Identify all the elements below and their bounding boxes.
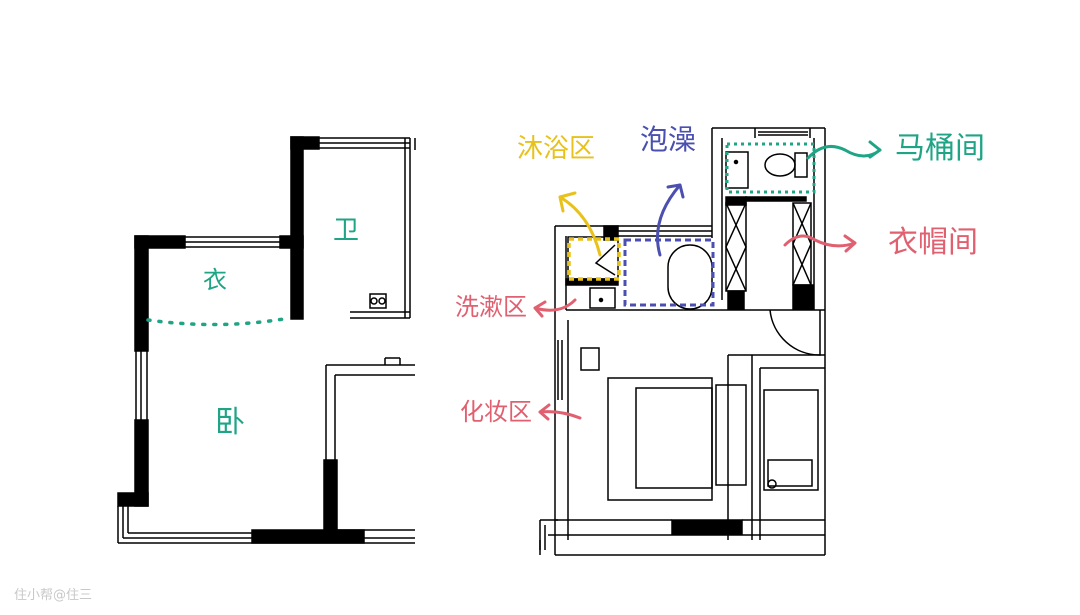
wall	[290, 136, 320, 150]
right-floor-plan	[539, 127, 826, 556]
wall	[792, 284, 814, 310]
window	[319, 137, 410, 149]
left-floor-plan	[117, 136, 416, 544]
label-cloakroom: 衣帽间	[888, 225, 978, 260]
wall	[323, 459, 338, 536]
watermark: 住小帮@住三	[14, 588, 93, 603]
label-bath: 泡澡	[640, 123, 697, 156]
wall	[727, 290, 745, 310]
toilet-arrow	[806, 140, 882, 160]
washing-arrow	[533, 298, 577, 318]
wall	[117, 492, 149, 507]
wall	[279, 235, 304, 249]
wall	[134, 235, 149, 352]
cloakroom-arrow	[783, 234, 857, 253]
label-shower: 沐浴区	[517, 134, 596, 164]
wall	[251, 529, 365, 544]
wall	[725, 196, 747, 206]
wall	[290, 136, 304, 320]
label-makeup: 化妆区	[460, 398, 532, 426]
label-bedroom: 卧	[215, 405, 245, 440]
wall	[671, 519, 743, 535]
annotation-arrows	[533, 140, 882, 421]
makeup-arrow	[538, 403, 582, 421]
label-bathroom: 卫	[333, 216, 360, 246]
shower-arrow	[558, 191, 602, 257]
label-toilet: 马桶间	[895, 131, 985, 166]
bath-arrow	[656, 183, 685, 257]
toilet-zone-outline	[725, 142, 816, 194]
bath-zone-outline	[623, 238, 715, 307]
label-closet: 衣	[203, 266, 227, 294]
closet-boundary-dotted	[146, 316, 292, 327]
label-washing: 洗漱区	[455, 293, 527, 321]
